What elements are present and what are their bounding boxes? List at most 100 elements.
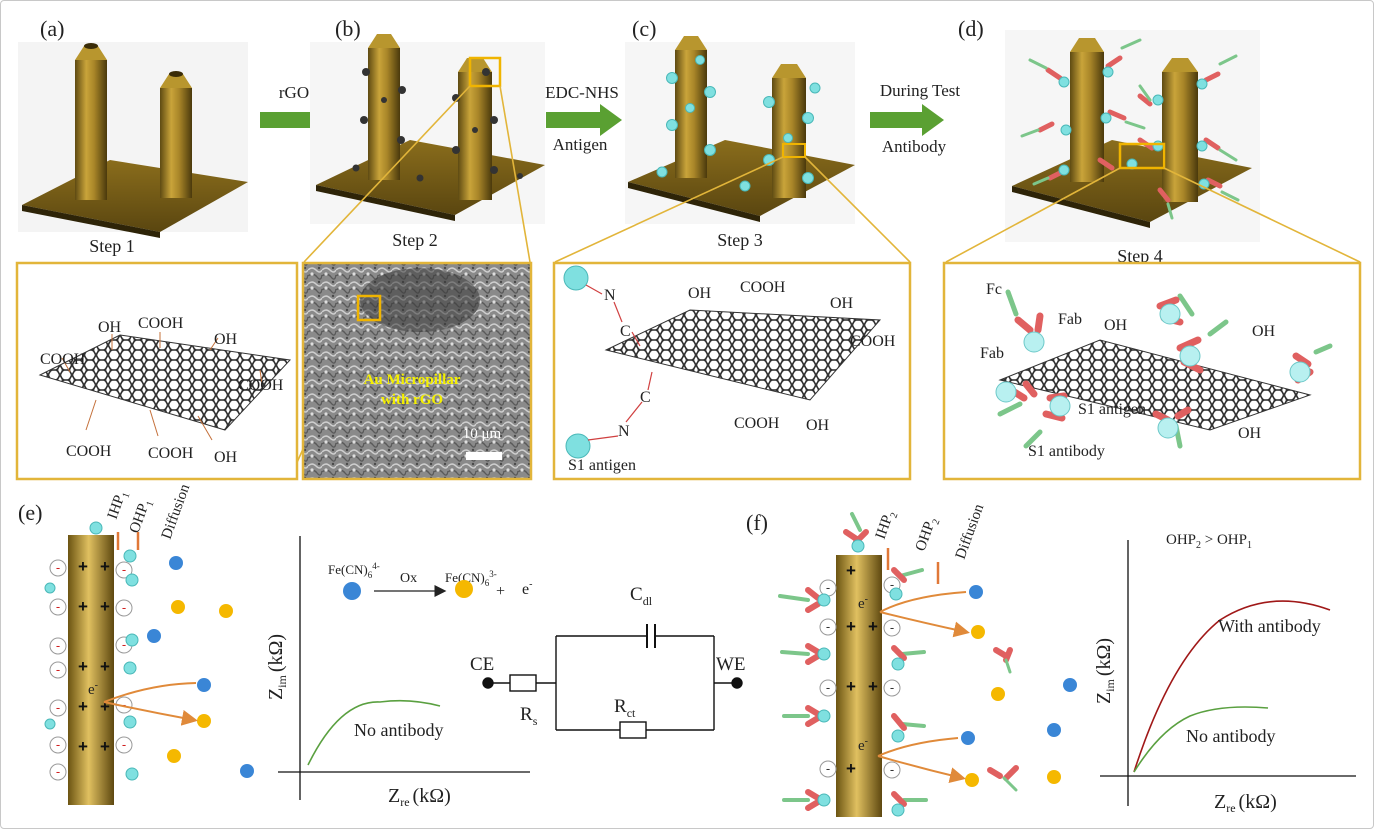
plus-sign: + <box>868 677 878 696</box>
positive-charges: + + + + + + <box>846 561 878 778</box>
diffusion-label: Diffusion <box>953 502 988 562</box>
minus-sign: - <box>122 600 126 615</box>
group-oh: OH <box>98 319 122 336</box>
arrow-antigen-label: Antigen <box>553 135 608 154</box>
ce-terminal <box>482 677 494 689</box>
rgo-sheet-inset: COOH OH COOH OH COOH COOH COOH OH <box>15 261 299 481</box>
group-cooh: COOH <box>40 351 86 368</box>
zoom-box <box>468 56 502 88</box>
we-terminal <box>731 677 743 689</box>
rs-label: Rs <box>520 704 538 728</box>
ce-label: CE <box>470 654 494 675</box>
no-antibody-curve <box>1133 706 1269 773</box>
plus-sign: + <box>868 617 878 636</box>
antibody-fab-arms <box>805 529 1019 811</box>
plus-sign: + <box>78 557 88 576</box>
arrow-edc-nhs-label: EDC-NHS <box>545 83 619 102</box>
plus-sign: + <box>100 737 110 756</box>
step3-label: Step 3 <box>717 230 763 250</box>
group-cooh: COOH <box>148 445 194 462</box>
panel-f-label: (f) <box>746 510 768 535</box>
minus-sign: - <box>56 638 60 653</box>
group-cooh: COOH <box>734 415 780 432</box>
ohp-label: OHP1 <box>127 497 157 536</box>
antibody-sheet-inset: Fc Fab Fab OH OH OH S1 antigen S1 antibo… <box>942 261 1362 481</box>
step1-illustration <box>18 42 248 238</box>
scale-bar <box>466 452 502 460</box>
sem-label-line2: with rGO <box>381 392 443 408</box>
electron-label: e- <box>88 680 98 698</box>
layer-markers <box>116 532 140 550</box>
plus-sign: + <box>846 759 856 778</box>
group-cooh: COOH <box>66 443 112 460</box>
antigen-sheet-inset: N C C N S1 antigen OH COOH OH COOH COOH … <box>552 261 912 481</box>
fc-label: Fc <box>986 281 1002 298</box>
carbon-label: C <box>620 323 631 340</box>
step1-label: Step 1 <box>89 236 135 256</box>
minus-sign: - <box>890 762 894 777</box>
zoom-box <box>1118 142 1166 170</box>
pillar <box>160 71 192 198</box>
minus-sign: - <box>826 680 830 695</box>
minus-sign: - <box>826 761 830 776</box>
with-antibody-curve <box>1133 600 1331 773</box>
minus-sign: - <box>890 620 894 635</box>
oxidation-label: Ox <box>400 571 417 586</box>
amide-bonds <box>585 284 653 441</box>
nitrogen-label: N <box>618 423 630 440</box>
antibodies <box>1020 38 1240 220</box>
ihp-label: IHP2 <box>873 508 901 542</box>
pillar <box>75 43 107 200</box>
panel-b-label: (b) <box>335 16 361 41</box>
no-antibody-label: No antibody <box>354 720 444 740</box>
arrow-rgo-label: rGO <box>279 83 309 102</box>
rgo-flakes <box>352 68 523 182</box>
minus-sign: - <box>56 662 60 677</box>
cdl-label: Cdl <box>630 584 653 608</box>
group-oh: OH <box>688 285 712 302</box>
bound-antigens <box>44 521 139 781</box>
group-oh: OH <box>214 449 238 466</box>
fab-label: Fab <box>980 345 1004 362</box>
antibody-antigen-complexes <box>995 289 1333 449</box>
step4-label: Step 4 <box>1117 246 1163 266</box>
group-oh: OH <box>830 295 854 312</box>
step2-illustration <box>310 34 545 224</box>
reaction-plus: + <box>496 583 505 600</box>
ihp-label: IHP1 <box>105 488 133 522</box>
ferricyanide-ion <box>455 580 473 598</box>
reaction-reactant: Fe(CN)64- <box>328 561 380 580</box>
electron-label: e- <box>858 594 868 612</box>
ferrocyanide-ion <box>343 582 361 600</box>
minus-sign: - <box>56 737 60 752</box>
group-cooh: COOH <box>138 315 184 332</box>
no-antibody-curve <box>307 699 441 766</box>
group-cooh: COOH <box>238 377 284 394</box>
s1-antigen-label: S1 antigen <box>568 457 636 474</box>
plus-sign: + <box>100 597 110 616</box>
minus-sign: - <box>890 577 894 592</box>
no-antibody-label: No antibody <box>1186 726 1276 746</box>
minus-sign: - <box>56 764 60 779</box>
minus-sign: - <box>122 637 126 652</box>
group-cooh: COOH <box>850 333 896 350</box>
group-oh: OH <box>1238 425 1262 442</box>
x-axis-label: Zre(kΩ) <box>1214 791 1277 815</box>
plus-sign: + <box>100 697 110 716</box>
plus-sign: + <box>846 561 856 580</box>
group-oh: OH <box>1104 317 1128 334</box>
negative-charges: - - - - - - - - - - - - <box>49 559 133 781</box>
ohp-comparison: OHP2 > OHP1 <box>1166 532 1252 551</box>
s1-antigen-label: S1 antigen <box>1078 401 1146 418</box>
electron-label: e- <box>858 736 868 754</box>
panel-f-electrode: - - - - - - - - + + + + + + <box>778 502 1077 817</box>
s1-antibody-label: S1 antibody <box>1028 443 1105 460</box>
plus-sign: + <box>78 737 88 756</box>
functional-group-bonds <box>61 332 263 441</box>
step3-illustration <box>625 36 855 224</box>
electron-transfer-arrow <box>103 682 197 703</box>
arrow-antibody-label: Antibody <box>882 137 947 156</box>
plus-sign: + <box>846 677 856 696</box>
panel-c-label: (c) <box>632 16 656 41</box>
